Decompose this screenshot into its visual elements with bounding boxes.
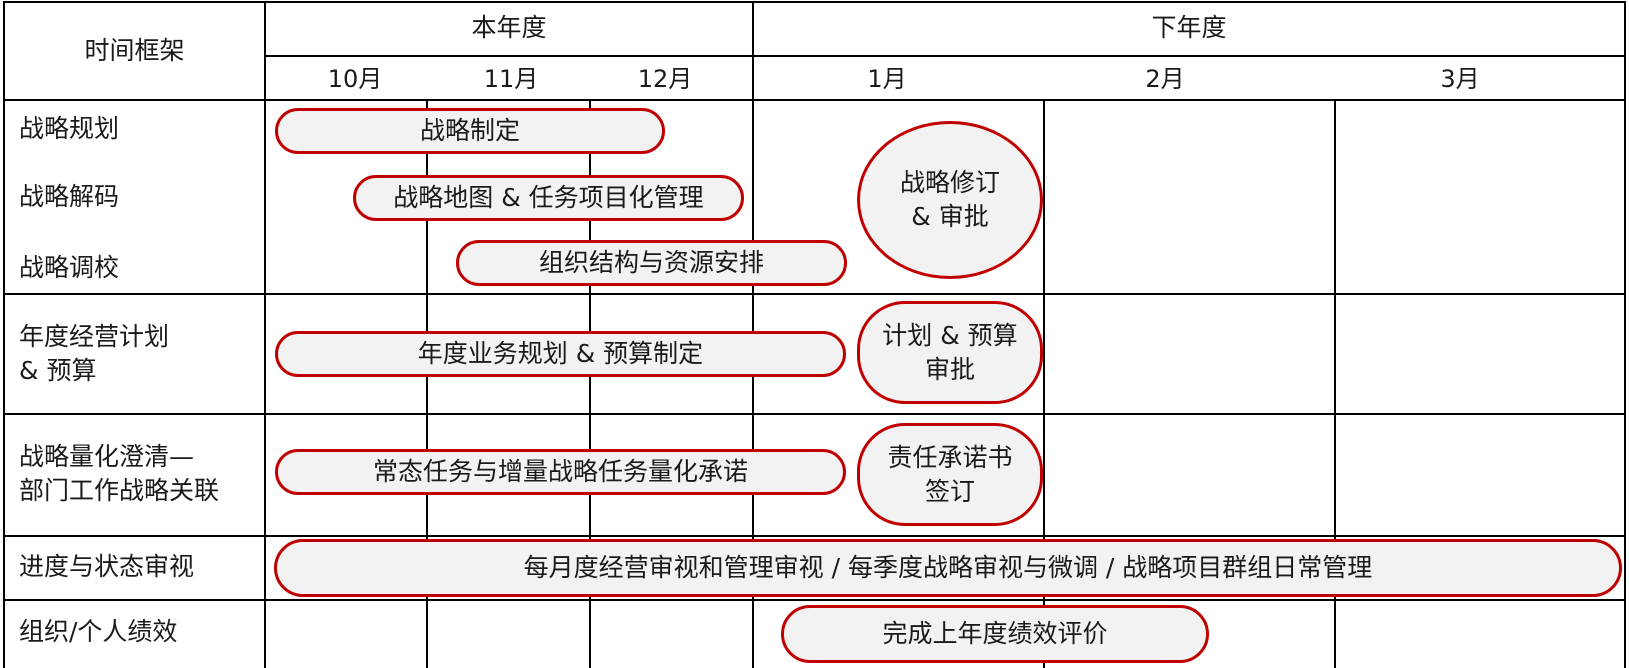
task-commitment: 常态任务与增量战略任务量化承诺 xyxy=(275,449,846,495)
grid-line-label-divider xyxy=(264,1,266,668)
row-label-performance: 组织/个人绩效 xyxy=(19,617,178,646)
row-label-progress-review: 进度与状态审视 xyxy=(19,552,195,581)
task-strategy-formulation: 战略制定 xyxy=(275,108,665,154)
grid-line-month-10-11 xyxy=(426,100,428,668)
month-header-nov: 11月 xyxy=(483,65,539,93)
task-strategy-map: 战略地图 & 任务项目化管理 xyxy=(353,175,744,221)
this-year-header: 本年度 xyxy=(471,13,547,42)
grid-line-right xyxy=(1624,1,1626,668)
task-org-resources: 组织结构与资源安排 xyxy=(456,240,847,286)
row-label-annual-plan-budget: 年度经营计划 & 预算 xyxy=(19,322,170,385)
task-annual-plan: 年度业务规划 & 预算制定 xyxy=(275,331,846,377)
month-header-feb: 2月 xyxy=(1145,65,1185,93)
next-year-header: 下年度 xyxy=(1151,13,1227,42)
grid-line-top xyxy=(3,1,1626,3)
grid-line-month-11-12 xyxy=(589,100,591,668)
month-header-oct: 10月 xyxy=(327,65,383,93)
row-label-strategy-decoding: 战略解码 xyxy=(19,182,120,211)
grid-line-row-1 xyxy=(3,293,1626,295)
grid-line-row-3 xyxy=(3,535,1626,537)
task-responsibility: 责任承诺书 签订 xyxy=(857,423,1043,526)
grid-line-year-divider xyxy=(265,55,1626,57)
task-strategy-revision: 战略修订 & 审批 xyxy=(857,121,1043,279)
row-label-strategy-calibration: 战略调校 xyxy=(19,253,120,282)
row-label-strategy-quantification: 战略量化澄清— 部门工作战略关联 xyxy=(19,442,220,505)
month-header-jan: 1月 xyxy=(867,65,907,93)
task-performance-evaluation: 完成上年度绩效评价 xyxy=(781,605,1209,663)
task-plan-approval: 计划 & 预算 审批 xyxy=(857,301,1043,404)
grid-line-row-2 xyxy=(3,413,1626,415)
grid-line-month-2-3 xyxy=(1334,100,1336,668)
grid-line-header-bottom xyxy=(3,99,1626,101)
month-header-dec: 12月 xyxy=(637,65,693,93)
grid-line-left xyxy=(3,1,5,668)
grid-line-row-4 xyxy=(3,599,1626,601)
grid-line-month-1-2 xyxy=(1043,100,1045,668)
corner-header: 时间框架 xyxy=(84,36,185,65)
task-progress-review: 每月度经营审视和管理审视 / 每季度战略审视与微调 / 战略项目群组日常管理 xyxy=(274,539,1622,597)
month-header-mar: 3月 xyxy=(1440,65,1480,93)
row-label-strategy-planning: 战略规划 xyxy=(19,114,120,143)
